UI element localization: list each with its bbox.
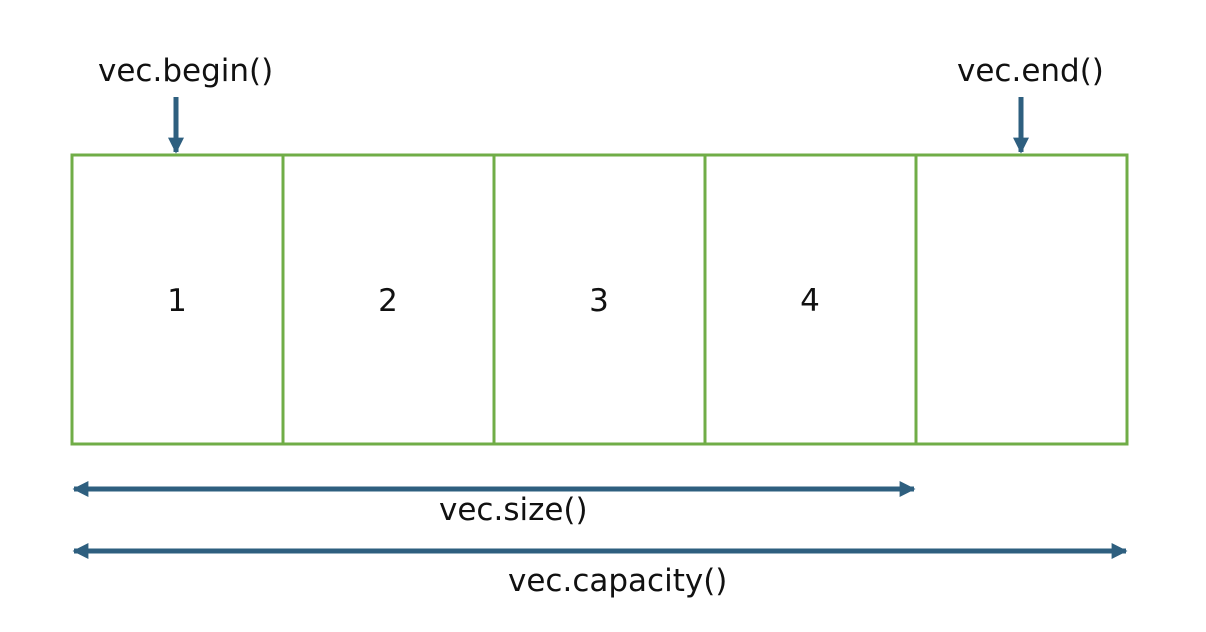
begin-label: vec.begin()	[98, 53, 274, 89]
vector-cells	[70, 153, 1129, 446]
cell-4-value: 4	[800, 283, 820, 319]
capacity-label: vec.capacity()	[508, 563, 728, 599]
size-label: vec.size()	[439, 492, 588, 528]
cell-2-value: 2	[378, 283, 398, 319]
cell-5	[914, 153, 1129, 446]
end-label: vec.end()	[957, 53, 1104, 89]
cell-1-value: 1	[167, 283, 187, 319]
cell-3-value: 3	[589, 283, 609, 319]
